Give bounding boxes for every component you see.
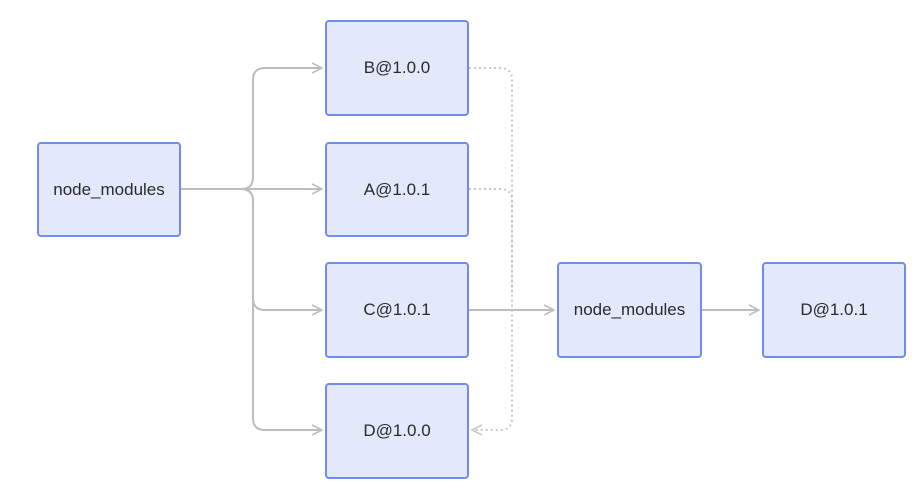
node-label: C@1.0.1 <box>363 300 431 319</box>
node-label: node_modules <box>53 179 165 199</box>
node-label: D@1.0.0 <box>363 421 431 440</box>
node-label: node_modules <box>573 300 686 319</box>
node-b-package: B@1.0.0 <box>325 20 469 116</box>
node-c-package: C@1.0.1 <box>325 262 469 358</box>
node-label: A@1.0.1 <box>363 179 431 199</box>
edge-a-to-d100 <box>469 188 513 296</box>
edge-b-to-d100 <box>469 67 513 430</box>
node-label: B@1.0.0 <box>363 58 431 77</box>
edge-root-to-b <box>240 68 322 190</box>
node-nested-node-modules: node_modules <box>557 262 702 358</box>
node-root-node-modules: node_modules <box>37 142 181 237</box>
edge-root-to-d100 <box>240 188 322 430</box>
node-a-package: A@1.0.1 <box>325 142 469 237</box>
node-d-package-hoisted: D@1.0.0 <box>325 383 469 479</box>
node-label: D@1.0.1 <box>800 300 868 319</box>
node-d-package-nested: D@1.0.1 <box>762 262 906 358</box>
